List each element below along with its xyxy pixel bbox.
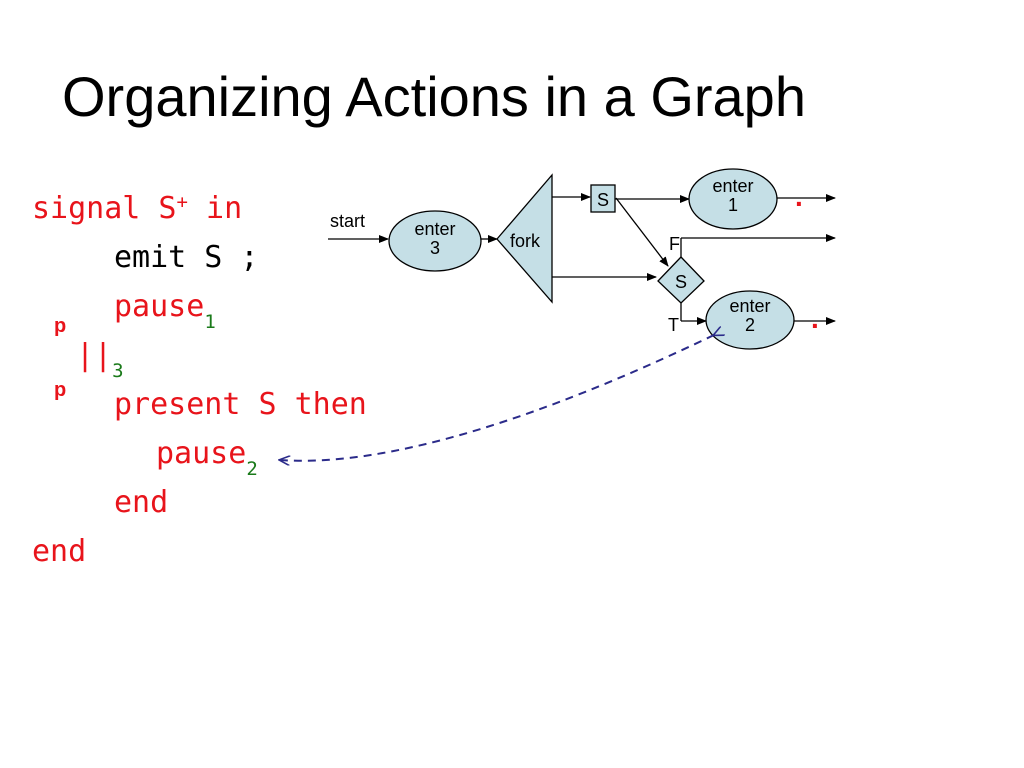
f-label: F <box>669 234 680 254</box>
code-parallel-text: || <box>76 338 113 373</box>
code-parallel-sub: 3 <box>112 360 124 382</box>
code-line-parallel: ||3 <box>76 338 124 381</box>
start-label: start <box>330 211 365 231</box>
dot-enter1: . <box>795 181 803 212</box>
code-line-end-outer: end <box>32 534 87 569</box>
enter1-line2: 1 <box>728 195 738 215</box>
code-line-emit: emit S ; <box>114 240 259 275</box>
fork-label: fork <box>510 231 541 251</box>
stest-label: S <box>675 272 687 292</box>
node-enter3 <box>388 210 482 272</box>
enter3-line2: 3 <box>430 238 440 258</box>
code-signal-in: in <box>187 191 243 226</box>
code-line-pause1: pause1 <box>114 289 216 332</box>
node-enter2 <box>705 290 795 350</box>
code-signal-sup: + <box>176 191 188 213</box>
node-fork <box>496 173 553 304</box>
dashed-link-enter2-pause2 <box>280 335 714 461</box>
code-signal-keyword: signal S <box>32 191 177 226</box>
code-line-signal: signal S+ in <box>32 191 243 226</box>
dot-enter2: . <box>811 303 819 334</box>
enter3-line1: enter <box>414 219 455 239</box>
code-pause1-sub: 1 <box>204 311 216 333</box>
enter1-line1: enter <box>712 176 753 196</box>
enter2-line2: 2 <box>745 315 755 335</box>
t-label: T <box>668 315 679 335</box>
edge-sbox-stest <box>615 197 669 267</box>
code-line-end-inner: end <box>114 485 169 520</box>
code-line-pause2: pause2 <box>156 436 258 479</box>
node-emit-s <box>590 184 616 213</box>
enter2-line1: enter <box>729 296 770 316</box>
page-title: Organizing Actions in a Graph <box>62 65 806 128</box>
code-pause2-text: pause <box>156 436 247 471</box>
sbox-label: S <box>597 190 609 210</box>
p-marker-bottom: p <box>54 379 67 401</box>
node-enter1 <box>688 168 778 230</box>
p-marker-top: p <box>54 315 67 337</box>
code-pause2-sub: 2 <box>246 458 258 480</box>
code-pause1-text: pause <box>114 289 205 324</box>
